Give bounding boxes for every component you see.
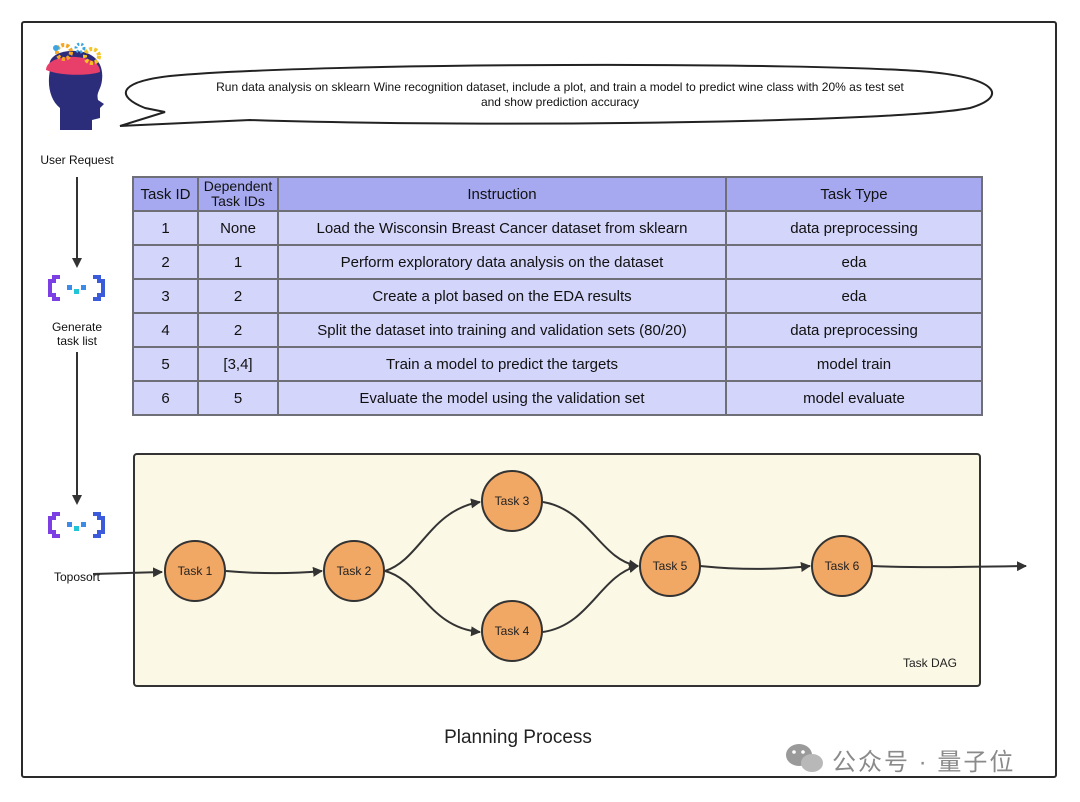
cell-dependency: [3,4] — [197, 346, 279, 382]
edge-task5-task6 — [699, 562, 811, 572]
node-label: Task 5 — [653, 559, 688, 573]
generate-line-2: task list — [56, 334, 97, 348]
gear-icon — [53, 42, 101, 65]
table-row: 4 2 Split the dataset into training and … — [132, 312, 983, 348]
table-header-row: Task ID Dependent Task IDs Instruction T… — [132, 176, 983, 212]
dag-node-task-5: Task 5 — [639, 535, 701, 597]
header-instruction: Instruction — [277, 176, 727, 212]
cell-instruction: Evaluate the model using the validation … — [277, 380, 727, 416]
dag-node-task-3: Task 3 — [481, 470, 543, 532]
cell-task-type: eda — [725, 244, 983, 280]
task-table: Task ID Dependent Task IDs Instruction T… — [132, 176, 983, 416]
cell-task-id: 6 — [132, 380, 199, 416]
node-label: Task 2 — [337, 564, 372, 578]
cell-task-id: 5 — [132, 346, 199, 382]
dag-node-task-4: Task 4 — [481, 600, 543, 662]
dag-node-task-1: Task 1 — [164, 540, 226, 602]
cell-dependency: None — [197, 210, 279, 246]
header-dep-line-2: Task IDs — [211, 193, 265, 209]
node-label: Task 3 — [495, 494, 530, 508]
cell-task-id: 2 — [132, 244, 199, 280]
node-label: Task 6 — [825, 559, 860, 573]
cell-task-id: 4 — [132, 312, 199, 348]
cell-task-type: data preprocessing — [725, 210, 983, 246]
speech-bubble — [119, 63, 993, 127]
edge-task3-task5 — [542, 501, 639, 570]
table-row: 5 [3,4] Train a model to predict the tar… — [132, 346, 983, 382]
cell-dependency: 2 — [197, 278, 279, 314]
edge-task2-task4 — [384, 570, 481, 637]
cell-task-type: model evaluate — [725, 380, 983, 416]
cell-dependency: 1 — [197, 244, 279, 280]
cell-instruction: Perform exploratory data analysis on the… — [277, 244, 727, 280]
toposort-label: Toposort — [53, 570, 101, 584]
edge-task6-output — [871, 561, 1027, 572]
user-request-label: User Request — [40, 153, 114, 167]
figure-title: Planning Process — [444, 727, 592, 748]
cell-task-type: eda — [725, 278, 983, 314]
edge-task1-task2 — [225, 566, 323, 577]
edge-task4-task5 — [542, 563, 639, 633]
request-line-2: and show prediction accuracy — [480, 95, 640, 109]
cell-dependency: 5 — [197, 380, 279, 416]
edge-task2-task3 — [384, 498, 481, 572]
generate-task-list-label: Generate task list — [30, 320, 124, 348]
dag-node-task-6: Task 6 — [811, 535, 873, 597]
cell-instruction: Train a model to predict the targets — [277, 346, 727, 382]
cell-task-type: model train — [725, 346, 983, 382]
header-dependent-task-ids: Dependent Task IDs — [197, 176, 279, 212]
table-row: 3 2 Create a plot based on the EDA resul… — [132, 278, 983, 314]
header-task-type: Task Type — [725, 176, 983, 212]
code-bracket-icon — [48, 512, 105, 538]
table-row: 6 5 Evaluate the model using the validat… — [132, 380, 983, 416]
user-request-text: Run data analysis on sklearn Wine recogn… — [160, 80, 960, 110]
dag-node-task-2: Task 2 — [323, 540, 385, 602]
node-label: Task 1 — [178, 564, 213, 578]
cell-task-id: 1 — [132, 210, 199, 246]
watermark-text: 公众号 · 量子位 — [832, 749, 1016, 776]
task-dag-label: Task DAG — [903, 656, 958, 670]
table-row: 1 None Load the Wisconsin Breast Cancer … — [132, 210, 983, 246]
cell-task-type: data preprocessing — [725, 312, 983, 348]
cell-instruction: Create a plot based on the EDA results — [277, 278, 727, 314]
table-row: 2 1 Perform exploratory data analysis on… — [132, 244, 983, 280]
cell-instruction: Split the dataset into training and vali… — [277, 312, 727, 348]
diagram-frame — [21, 21, 1057, 778]
header-task-id: Task ID — [132, 176, 199, 212]
cell-task-id: 3 — [132, 278, 199, 314]
code-bracket-icon — [48, 275, 105, 301]
header-dep-line-1: Dependent — [203, 178, 273, 194]
edge-toposort-task1 — [92, 567, 163, 578]
generate-line-1: Generate — [51, 320, 103, 334]
cell-instruction: Load the Wisconsin Breast Cancer dataset… — [277, 210, 727, 246]
cell-dependency: 2 — [197, 312, 279, 348]
node-label: Task 4 — [495, 624, 530, 638]
request-line-1: Run data analysis on sklearn Wine recogn… — [216, 80, 904, 94]
